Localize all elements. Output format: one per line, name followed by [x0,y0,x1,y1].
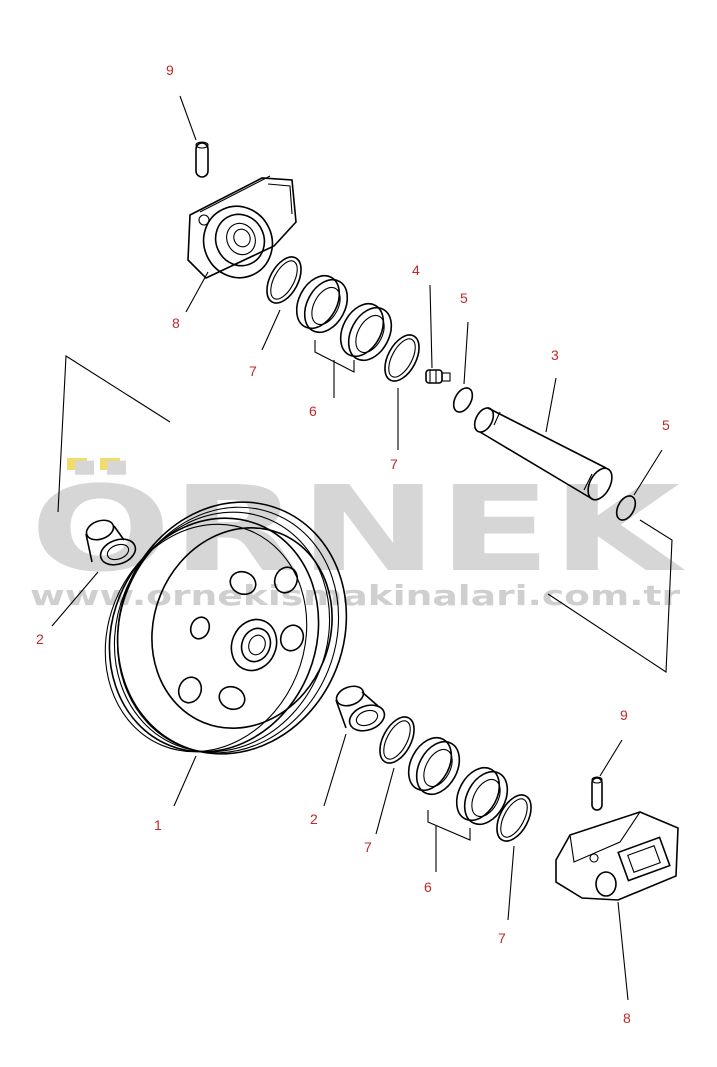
callout-6-bottom: 6 [424,879,432,895]
callout-1: 1 [154,817,162,833]
part-7-o-ring-2 [384,334,420,382]
callout-7-top-left: 7 [249,363,257,379]
watermark-brand: ÖRNEK [30,460,686,598]
callout-6-top: 6 [309,403,317,419]
part-7-o-ring-1 [266,256,302,304]
part-8-top-bracket [187,175,297,279]
watermark-accent-mark [67,458,87,470]
callout-5-left: 5 [460,290,468,306]
watermark-url: www.ornekismakinalari.com.tr [30,579,680,612]
part-8-bottom-bracket [555,811,679,901]
part-4-plug [425,369,451,384]
callout-2-left: 2 [36,631,44,647]
callout-7-bottom-left: 7 [364,839,372,855]
callout-9-top: 9 [166,62,174,78]
part-9-bottom-pin [591,776,603,811]
callout-3: 3 [551,347,559,363]
watermark: ÖRNEK www.ornekismakinalari.com.tr [30,458,686,612]
callout-8-bottom: 8 [623,1010,631,1026]
part-3-shaft [473,407,613,501]
callout-7-bottom-right: 7 [498,930,506,946]
assembly-guide-lines [57,355,673,673]
part-1-idler-wheel [104,501,348,755]
callout-2-bottom: 2 [310,811,318,827]
callout-5-right: 5 [662,417,670,433]
part-6-floating-seal-top [295,274,393,373]
part-9-top-pin [195,141,209,178]
callout-4: 4 [412,262,420,278]
part-5-o-ring-1 [452,387,474,413]
watermark-accent-mark [100,458,120,470]
leader-lines [51,95,663,1001]
callout-7-top-right: 7 [390,456,398,472]
callout-9-bottom: 9 [620,707,628,723]
callout-8-top: 8 [172,315,180,331]
part-6-floating-seal-bottom [407,736,509,841]
part-5-o-ring-2 [615,495,637,521]
part-2-bushing-1 [85,519,137,566]
part-7-o-ring-3 [379,716,415,764]
callout-labels: 9 8 7 6 7 4 5 3 5 2 1 2 7 6 7 9 8 [36,62,670,1026]
part-7-o-ring-4 [496,794,532,842]
part-2-bushing-2 [335,685,386,732]
